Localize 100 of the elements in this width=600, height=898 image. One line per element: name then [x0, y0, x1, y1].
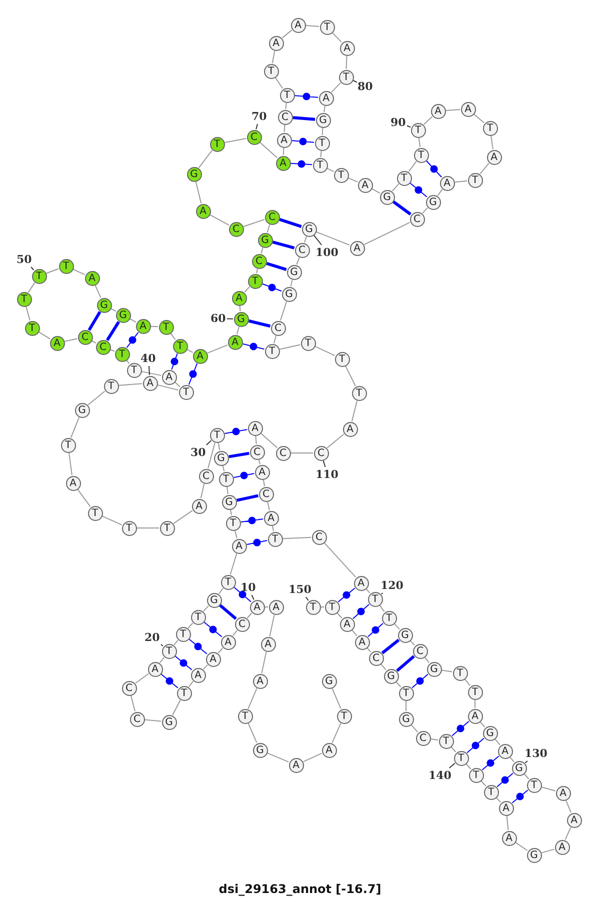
position-number: 70 — [252, 110, 267, 122]
backbone-line — [70, 416, 80, 438]
nucleotide-circle: G — [316, 112, 330, 128]
nucleotide-circle: C — [412, 644, 428, 658]
nucleotide-circle: G — [398, 712, 414, 726]
nucleotide-circle: T — [352, 386, 366, 400]
base-pair-line — [174, 656, 192, 670]
nucleotide-circle: C — [276, 446, 290, 460]
nucleotide-circle: A — [252, 674, 268, 688]
backbone-line — [290, 452, 314, 454]
nucleotide-circle: C — [270, 320, 286, 336]
nucleotide-circle: A — [192, 348, 208, 364]
nucleotide-circle: C — [312, 530, 326, 544]
nucleotide-circle: A — [268, 36, 284, 50]
nucleotide-circle: G — [258, 232, 272, 248]
base-pair-line — [248, 319, 271, 328]
nucleotide-circle: A — [136, 318, 150, 334]
position-number: 140 — [428, 768, 452, 782]
position-number: 110 — [316, 468, 338, 480]
nucleotide-circle: T — [314, 136, 330, 150]
nucleotide-circle: G — [426, 662, 442, 676]
backbone-line — [224, 138, 247, 144]
backbone-line — [134, 673, 150, 684]
position-number: 150 — [288, 582, 312, 596]
nucleotide-circle: A — [440, 176, 454, 190]
nucleotide-circle: A — [228, 334, 242, 350]
backbone-line — [172, 700, 181, 716]
backbone-line — [332, 722, 342, 744]
backbone-line — [255, 435, 257, 445]
backbone-line — [72, 268, 86, 276]
base-pair-line — [204, 622, 222, 638]
nucleotide-circle: G — [286, 264, 302, 280]
backbone-line — [144, 719, 162, 722]
nucleotide-circle: C — [294, 242, 310, 258]
base-pair-line — [392, 200, 412, 216]
base-pair-line — [228, 452, 250, 458]
nucleotide-circle: T — [382, 610, 396, 626]
backbone-line — [202, 605, 210, 612]
backbone-line — [272, 525, 274, 532]
nucleotide-circle: A — [276, 132, 292, 148]
nucleotide-circle: A — [232, 290, 246, 306]
backbone-line — [302, 752, 322, 762]
nucleotide-circle: A — [50, 336, 64, 350]
backbone-line — [304, 236, 307, 243]
nucleotide-circle: A — [248, 420, 262, 436]
diagram-caption: dsi_29163_annot [-16.7] — [218, 882, 382, 896]
backbone-line — [324, 542, 356, 578]
backbone-line — [202, 664, 208, 670]
backbone-line — [110, 349, 115, 352]
backbone-line — [218, 588, 224, 594]
backbone-line — [264, 606, 268, 608]
nucleotide-circle: T — [300, 336, 316, 350]
nucleotide-circle: G — [96, 298, 112, 312]
backbone-line — [392, 183, 400, 192]
backbone-line — [118, 383, 143, 386]
backbone-line — [188, 680, 194, 688]
nucleotide-circle: T — [178, 384, 194, 400]
backbone-line — [210, 214, 230, 226]
backbone-line — [262, 479, 266, 487]
backbone-line — [450, 746, 456, 752]
nucleotide-circle: T — [220, 574, 236, 590]
backbone-line — [408, 160, 417, 172]
backbone-line — [232, 630, 238, 636]
backbone-line — [174, 640, 178, 646]
nucleotide-circle: A — [192, 498, 206, 514]
backbone-line — [266, 752, 290, 762]
nucleotide-circle: T — [126, 362, 142, 378]
nucleotide-circle: A — [554, 840, 570, 854]
nucleotide-circle: T — [104, 378, 118, 394]
backbone-line — [274, 335, 276, 344]
backbone-line — [524, 774, 530, 780]
nucleotide-circle: T — [176, 686, 192, 700]
leader-line — [305, 596, 309, 601]
nucleotide-circle: A — [322, 742, 336, 758]
backbone-line — [364, 222, 410, 246]
backbone-line — [424, 656, 430, 664]
backbone-line — [316, 231, 350, 246]
nucleotide-circle: C — [96, 340, 110, 354]
nucleotide-circle: A — [290, 18, 306, 32]
nucleotide-circle: T — [526, 778, 542, 792]
backbone-line — [267, 501, 270, 511]
nucleotide-circle: T — [334, 168, 348, 182]
nucleotide-circle: T — [338, 70, 354, 84]
nucleotide-circle: A — [84, 270, 100, 286]
backbone-line — [218, 648, 224, 654]
backbone-line — [566, 800, 572, 814]
backbone-line — [260, 247, 264, 254]
backbone-line — [352, 630, 358, 636]
leader-line — [206, 440, 212, 446]
nucleotide-circle: G — [398, 628, 412, 642]
nucleotide-circle: C — [234, 616, 250, 632]
backbone-line — [188, 622, 194, 628]
backbone-line — [230, 509, 232, 516]
nucleotide-circle: T — [454, 750, 468, 766]
leader-line — [30, 266, 34, 270]
position-number: 40 — [140, 352, 156, 364]
position-number: 10 — [240, 580, 256, 594]
nucleotide-circle: T — [484, 784, 498, 800]
backbone-line — [272, 50, 276, 64]
backbone-line — [130, 695, 136, 712]
